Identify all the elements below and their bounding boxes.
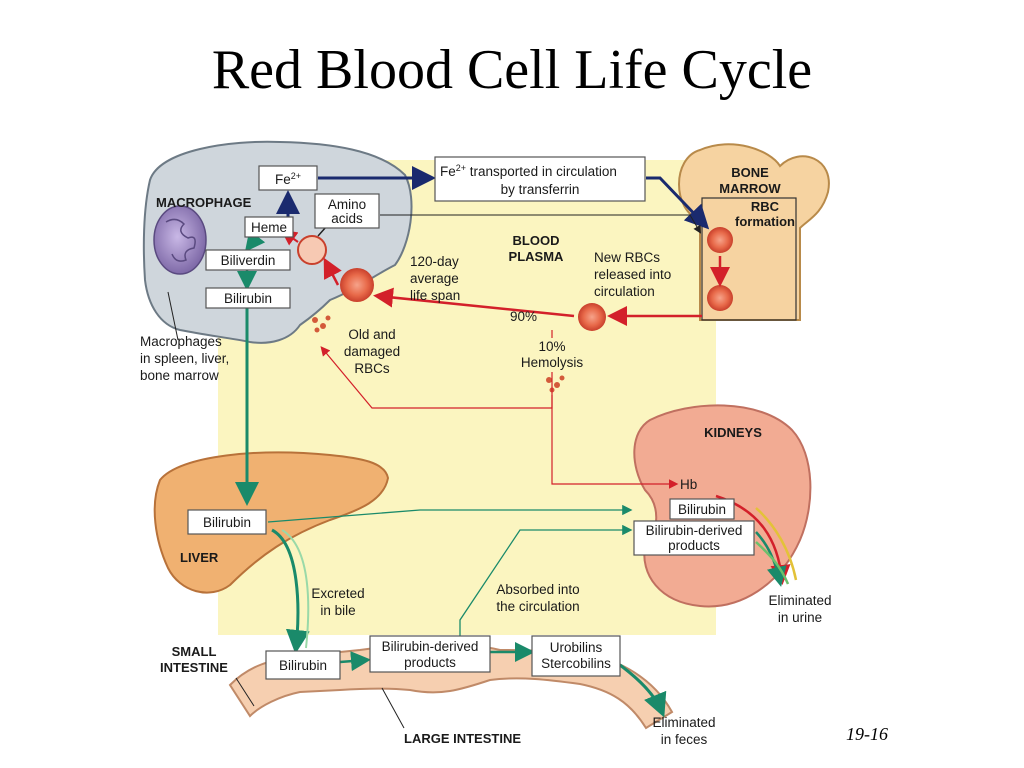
fe-charge: 2+	[291, 171, 301, 181]
urobilins-label: Urobilins	[550, 640, 603, 655]
rbc-formation-line2: formation	[735, 214, 795, 229]
bone-marrow-line2: MARROW	[719, 181, 781, 196]
transport-line1: Fe2+ transported in circulation	[440, 163, 617, 179]
small-intestine-line2: INTESTINE	[160, 660, 228, 675]
kidney-bilirubin-label: Bilirubin	[678, 502, 726, 517]
rbc-cell	[340, 268, 374, 302]
stercobilins-label: Stercobilins	[541, 656, 611, 671]
macrophage-bilirubin-box	[205, 287, 291, 309]
macrophage-label: MACROPHAGE	[156, 195, 252, 210]
macrophage-pointer	[167, 291, 179, 341]
hb-label: Hb	[680, 477, 697, 492]
blood-plasma-line2: PLASMA	[509, 249, 565, 264]
hb-arrow	[551, 395, 679, 489]
amino-acids-box	[314, 193, 380, 229]
ingestion-arrow	[323, 257, 342, 286]
absorbed-line2: the circulation	[496, 599, 579, 614]
urine-line1: Eliminated	[768, 593, 831, 608]
liver-bilirubin-label: Bilirubin	[203, 515, 251, 530]
small-intestine-line1: SMALL	[172, 644, 217, 659]
macrophage-caption-line3: bone marrow	[140, 368, 219, 383]
bile-duct-shadow	[281, 529, 310, 649]
slide-title: Red Blood Cell Life Cycle	[211, 39, 813, 101]
phagocytosed-rbc	[297, 235, 327, 265]
macrophage-caption-line2: in spleen, liver,	[140, 351, 229, 366]
blood-plasma-line1: BLOOD	[513, 233, 560, 248]
urobilins-box	[531, 635, 621, 677]
old-rbcs-line1: Old and	[348, 327, 395, 342]
intestine-derived-line2: products	[404, 655, 456, 670]
macrophage-bilirubin-label: Bilirubin	[224, 291, 272, 306]
liver-bilirubin-box	[187, 509, 267, 535]
feces-line2: in feces	[661, 732, 708, 747]
intestine-bilirubin-box	[265, 650, 341, 680]
amino-acids-line2: acids	[331, 211, 363, 226]
lifespan-line1: 120-day	[410, 254, 459, 269]
absorbed-arrow	[459, 524, 633, 642]
absorbed-line1: Absorbed into	[496, 582, 579, 597]
old-rbcs-line3: RBCs	[354, 361, 390, 376]
intestine-bilirubin-arrow	[339, 651, 371, 672]
rbc-cell	[707, 285, 733, 311]
liver-label: LIVER	[180, 550, 219, 565]
rbc-cell	[707, 227, 733, 253]
ninety-percent-label: 90%	[510, 309, 537, 324]
liver-to-kidney-arrow	[267, 504, 633, 523]
fe-symbol: Fe	[275, 172, 291, 187]
amino-acids-line1: Amino	[328, 197, 366, 212]
slide-number: 19-16	[846, 724, 888, 744]
excreted-line1: Excreted	[311, 586, 364, 601]
ninety-percent-arrow	[373, 287, 575, 318]
intestine-derived-line1: Bilirubin-derived	[382, 639, 479, 654]
liver	[153, 451, 390, 594]
kidney-bilirubin-box	[669, 498, 735, 520]
rbc-cell	[578, 303, 606, 331]
excreted-line2: in bile	[320, 603, 355, 618]
small-intestine-pointer	[235, 677, 255, 707]
feces-line1: Eliminated	[652, 715, 715, 730]
transport-line2: by transferrin	[501, 182, 580, 197]
new-rbcs-line3: circulation	[594, 284, 655, 299]
kidneys-label: KIDNEYS	[704, 425, 762, 440]
rbc-formation-line1: RBC	[751, 199, 780, 214]
kidney-derived-line1: Bilirubin-derived	[646, 523, 743, 538]
old-rbcs-line2: damaged	[344, 344, 400, 359]
biliverdin-label: Biliverdin	[221, 253, 276, 268]
hemolysis-label: Hemolysis	[521, 355, 584, 370]
ten-percent-label: 10%	[538, 339, 565, 354]
fe-label: Fe2+	[275, 171, 301, 187]
lifespan-line2: average	[410, 271, 459, 286]
large-intestine-label: LARGE INTESTINE	[404, 731, 521, 746]
new-rbcs-line1: New RBCs	[594, 250, 660, 265]
urine-line2: in urine	[778, 610, 822, 625]
kidney-derived-box	[633, 520, 755, 556]
hemolysis-to-macrophage-arrow	[320, 346, 553, 409]
intestine-derived-box	[369, 635, 491, 673]
transport-box	[434, 156, 646, 202]
transport-fe-charge: 2+	[456, 163, 466, 173]
large-intestine-pointer	[381, 687, 405, 729]
macrophage-caption-line1: Macrophages	[140, 334, 222, 349]
bile-duct-arrow	[271, 528, 310, 654]
transport-line1-rest: transported in circulation	[466, 164, 617, 179]
fe-box	[258, 165, 318, 191]
intestine-bilirubin-label: Bilirubin	[279, 658, 327, 673]
feces-arrow	[619, 663, 667, 718]
bone-marrow-line1: BONE	[731, 165, 769, 180]
transport-fe-symbol: Fe	[440, 164, 456, 179]
rbc-fragments	[312, 315, 565, 393]
lifespan-line3: life span	[410, 288, 460, 303]
heme-label: Heme	[251, 220, 287, 235]
new-rbcs-line2: released into	[594, 267, 671, 282]
amino-to-marrow-line	[380, 214, 702, 234]
transferrin-to-marrow-arrow	[646, 176, 710, 230]
biliverdin-box	[205, 249, 291, 271]
kidney-derived-line2: products	[668, 538, 720, 553]
heme-box	[244, 216, 294, 238]
